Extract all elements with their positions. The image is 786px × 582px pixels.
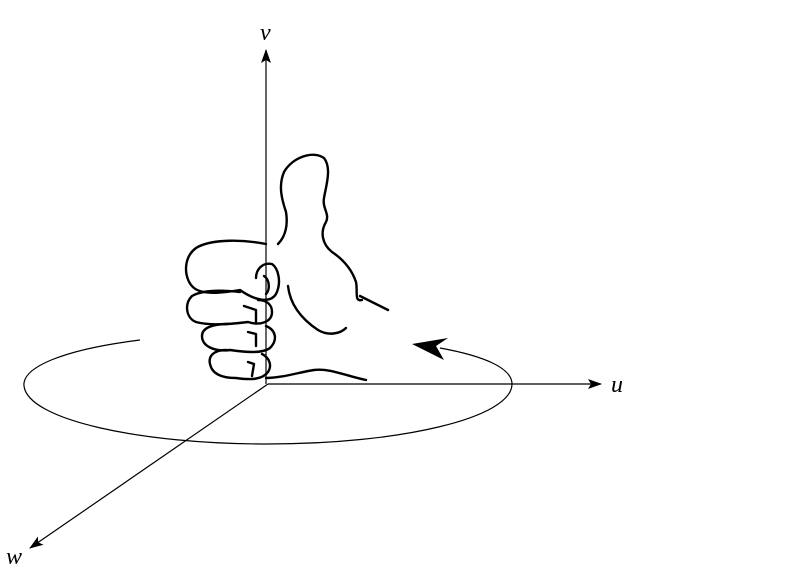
right-hand-thumbs-up-icon [184,153,390,382]
u-axis-label: u [611,372,623,398]
w-axis [29,383,269,549]
v-axis-label: v [260,20,271,46]
rotation-ellipse [23,339,513,445]
w-axis-label: w [6,544,22,570]
rotation-arrow-icon [412,338,448,360]
